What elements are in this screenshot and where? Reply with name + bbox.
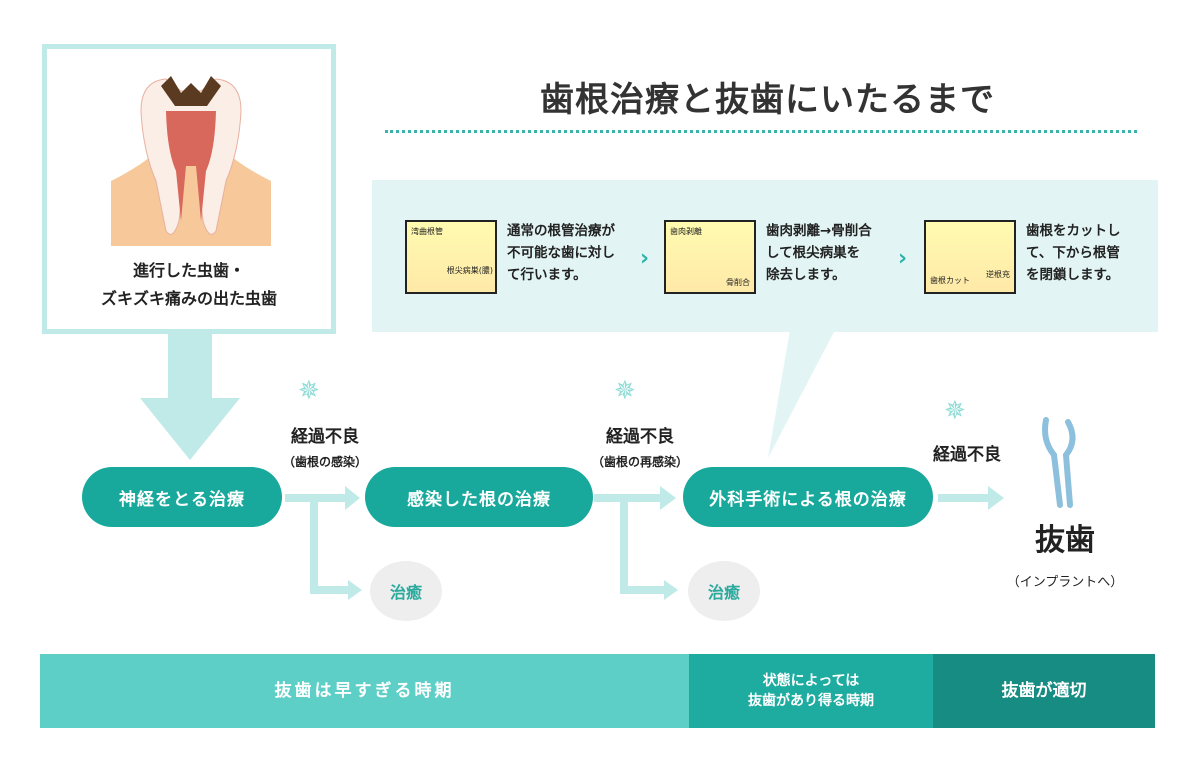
healed-badge: 治癒 — [370, 561, 442, 621]
poor-progress-1: 経過不良 （歯根の感染） — [265, 422, 385, 470]
gum-flap-illustration: 歯肉剥離骨削合 — [664, 220, 756, 294]
outcome-sub: （歯根の再感染） — [591, 455, 688, 469]
timeline-appropriate: 抜歯が適切 — [933, 654, 1155, 728]
poor-progress-2: 経過不良 （歯根の再感染） — [575, 422, 705, 470]
chevron-right-icon: › — [898, 246, 908, 271]
root-canal-illustration: 湾曲根管根尖病巣(膿) — [405, 220, 497, 294]
flow-arrows — [285, 486, 1004, 600]
callout-step-3: 歯根カット 逆根充 歯根をカットし て、下から根管 を閉鎖します。 — [924, 220, 1121, 294]
down-arrow-icon — [140, 334, 240, 460]
step-nerve-removal: 神経をとる治療 — [82, 467, 282, 527]
chevron-right-icon: › — [640, 246, 650, 271]
pic-label: 根尖病巣(膿) — [446, 266, 493, 275]
outcome-sub: （歯根の感染） — [282, 455, 367, 469]
callout-pointer — [768, 330, 835, 458]
caption-line-2: ズキズキ痛みの出た虫歯 — [100, 289, 277, 308]
step-text: 歯根をカットし て、下から根管 を閉鎖します。 — [1026, 223, 1121, 283]
extraction-label: 抜歯 — [1035, 523, 1095, 558]
germ-icon: ✵ — [944, 396, 966, 426]
implant-note: （インプラントへ） — [1006, 575, 1124, 590]
pic-label: 歯根カット — [930, 276, 970, 285]
germ-icon: ✵ — [298, 376, 320, 406]
pic-label: 湾曲根管 — [411, 227, 443, 236]
healed-badge: 治癒 — [688, 561, 760, 621]
outcome-label: 経過不良 — [606, 427, 674, 447]
step-text: 歯肉剥離→骨削合 して根尖病巣を 除去します。 — [766, 223, 872, 283]
step-surgical-root-treatment: 外科手術による根の治療 — [683, 467, 933, 527]
step-infected-root-treatment: 感染した根の治療 — [365, 467, 593, 527]
pic-label: 骨削合 — [726, 278, 750, 287]
decayed-tooth-box: 進行した虫歯・ ズキズキ痛みの出た虫歯 — [42, 44, 336, 334]
callout-step-2: 歯肉剥離骨削合 歯肉剥離→骨削合 して根尖病巣を 除去します。 — [664, 220, 872, 294]
surgery-callout: 湾曲根管根尖病巣(膿) 通常の根管治療が 不可能な歯に対し て行います。 › 歯… — [372, 180, 1158, 332]
forceps-icon — [1042, 417, 1076, 508]
timeline-maybe: 状態によっては 抜歯があり得る時期 — [689, 654, 933, 728]
pic-label: 歯肉剥離 — [670, 227, 702, 236]
caption-line-1: 進行した虫歯・ — [132, 261, 245, 280]
outcome-label: 経過不良 — [933, 445, 1001, 465]
poor-progress-3: 経過不良 — [912, 440, 1022, 465]
decayed-tooth-illustration — [111, 76, 271, 246]
page-title: 歯根治療と抜歯にいたるまで — [540, 80, 995, 120]
divider — [385, 130, 1137, 133]
step-text: 通常の根管治療が 不可能な歯に対し て行います。 — [507, 223, 615, 283]
root-resection-illustration: 歯根カット 逆根充 — [924, 220, 1016, 294]
pic-label: 逆根充 — [986, 270, 1010, 279]
timeline-too-early: 抜歯は早すぎる時期 — [40, 654, 689, 728]
callout-step-1: 湾曲根管根尖病巣(膿) 通常の根管治療が 不可能な歯に対し て行います。 — [405, 220, 615, 294]
germ-icon: ✵ — [614, 376, 636, 406]
extraction-end: 抜歯 （インプラントへ） — [995, 515, 1135, 590]
decayed-tooth-caption: 進行した虫歯・ ズキズキ痛みの出た虫歯 — [47, 257, 331, 313]
outcome-label: 経過不良 — [291, 427, 359, 447]
